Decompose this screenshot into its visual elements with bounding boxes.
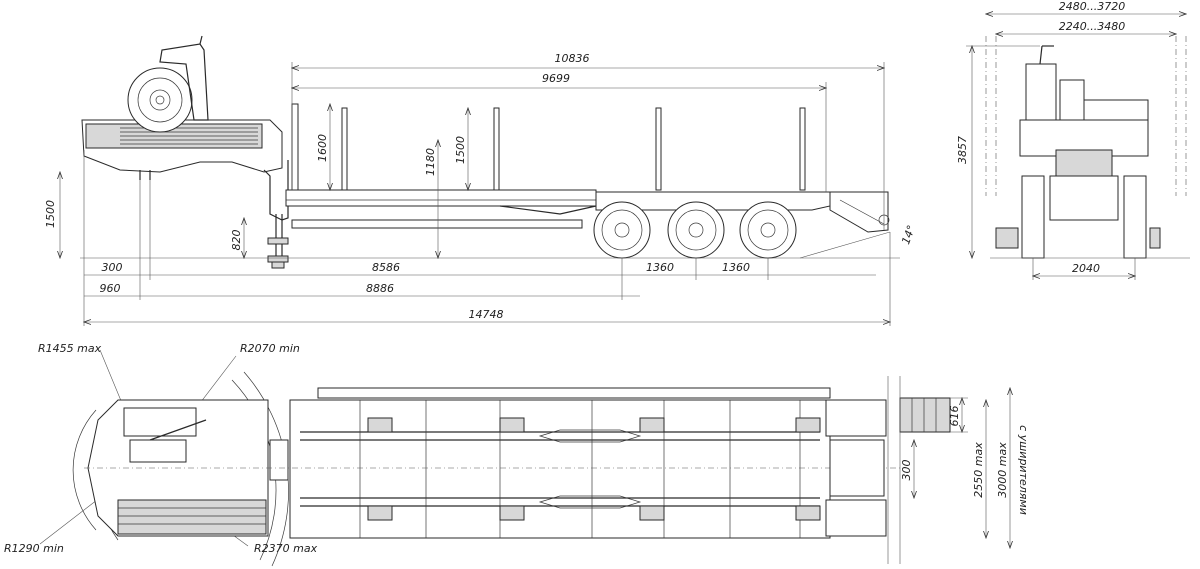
dim-1500-left: 1500 — [44, 200, 57, 228]
dim-8886: 8886 — [366, 282, 394, 295]
top-view: R1455 max R2070 min R1290 min R2370 max … — [4, 342, 1030, 567]
dim-960: 960 — [100, 282, 121, 295]
dim-9699: 9699 — [542, 72, 570, 85]
label-r2070: R2070 min — [240, 342, 300, 355]
rear-ramp-top — [825, 399, 887, 437]
axle-brackets — [367, 417, 821, 521]
dim-3000: 3000 max — [996, 442, 1009, 498]
dim-ext-note: с уширителями — [1017, 425, 1030, 515]
wheel-3 — [739, 201, 797, 259]
rear-wheel-left — [1021, 175, 1045, 259]
dim-width-inner: 2240...3480 — [1059, 20, 1125, 33]
dim-1360-a: 1360 — [646, 261, 674, 274]
dim-1360-b: 1360 — [722, 261, 750, 274]
side-view: 10836 9699 1600 1500 1180 1500 820 300 8… — [44, 35, 918, 326]
spare-wheel-icon — [127, 67, 193, 133]
gooseneck-grating — [117, 499, 267, 535]
label-r1455: R1455 max — [38, 342, 102, 355]
dim-2550: 2550 max — [972, 442, 985, 498]
dim-14748: 14748 — [469, 308, 504, 321]
wheel-2 — [667, 201, 725, 259]
dim-1600: 1600 — [316, 134, 329, 162]
deck-lower-beam — [291, 219, 583, 229]
dim-300: 300 — [102, 261, 123, 274]
main-deck — [285, 189, 597, 207]
dim-300-top: 300 — [900, 460, 913, 481]
spare-wheel-crane — [159, 43, 209, 121]
label-r2370: R2370 max — [254, 542, 318, 555]
dim-1180: 1180 — [424, 148, 437, 176]
dim-820: 820 — [230, 230, 243, 251]
label-r1290: R1290 min — [4, 542, 64, 555]
loading-ramp — [829, 191, 889, 233]
dim-8586: 8586 — [372, 261, 400, 274]
rear-panel — [1055, 149, 1113, 177]
ramp-extension — [899, 397, 951, 433]
stake-posts — [291, 103, 806, 191]
platform-grating — [120, 127, 258, 145]
rear-cab-block — [1025, 63, 1057, 121]
wheel-1 — [593, 201, 651, 259]
dim-616: 616 — [948, 406, 961, 427]
angle-label: 14° — [899, 223, 918, 246]
landing-gear — [267, 214, 289, 269]
dim-height: 3857 — [956, 136, 969, 164]
dim-width-max: 2480...3720 — [1059, 0, 1125, 13]
dim-10836: 10836 — [555, 52, 590, 65]
dim-1500-post: 1500 — [454, 136, 467, 164]
rear-view: 2480...3720 2240...3480 3857 2040 — [956, 0, 1190, 280]
turn-arc-r1290 — [72, 409, 97, 531]
dim-track: 2040 — [1072, 262, 1100, 275]
rear-wheel-right — [1123, 175, 1147, 259]
